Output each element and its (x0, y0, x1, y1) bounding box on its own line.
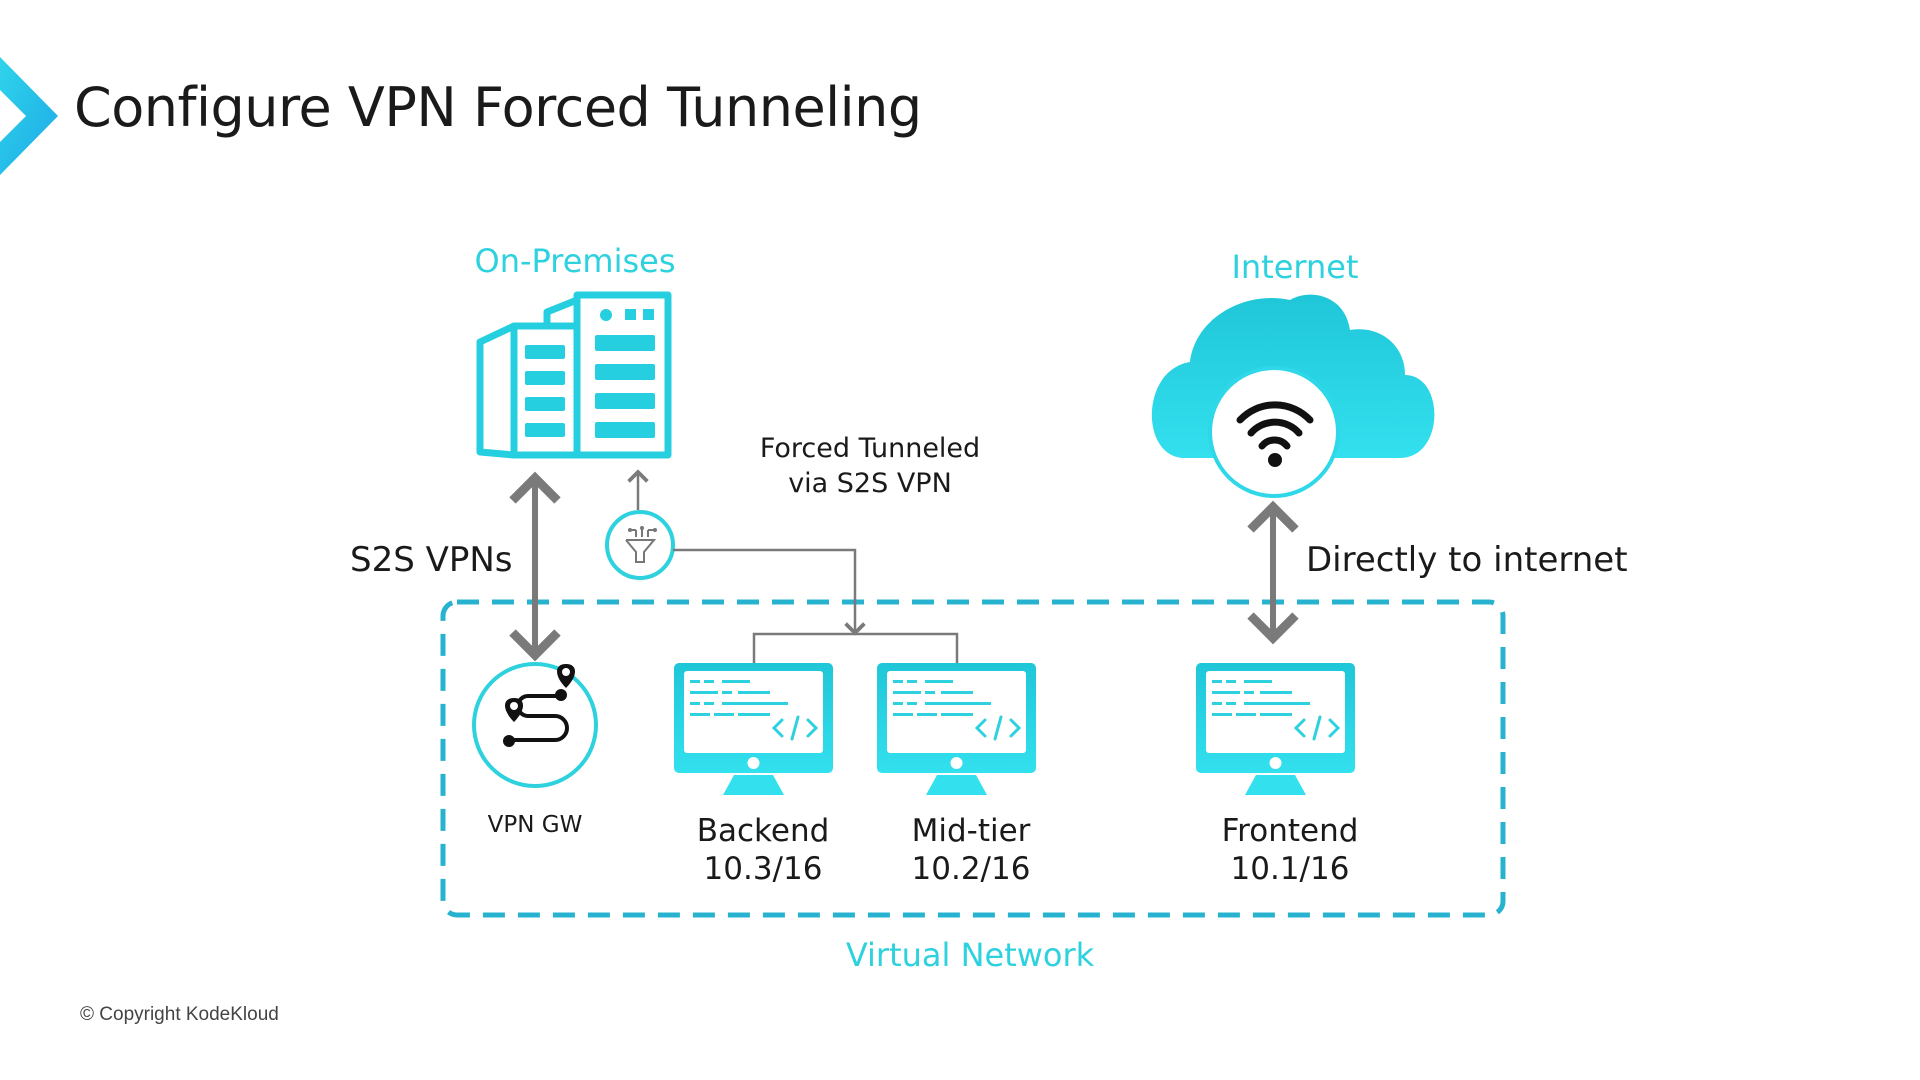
subnet-name: Backend (696, 813, 830, 849)
datacenter-building-icon (476, 291, 672, 459)
subnet-cidr: 10.3/16 (703, 851, 823, 887)
internet-label: Internet (1231, 248, 1359, 286)
subnet-bracket (752, 632, 959, 664)
forced-tunnel-annotation: Forced Tunneled via S2S VPN (720, 431, 1020, 501)
forced-tunnel-path (673, 548, 866, 636)
subnet-label-backend: Backend 10.3/16 (653, 812, 873, 888)
monitor-code-icon (674, 663, 833, 795)
monitor-code-icon (1196, 663, 1355, 795)
copyright-notice: © Copyright KodeKloud (80, 1004, 279, 1025)
subnet-name: Frontend (1221, 813, 1359, 849)
virtual-network-boundary (440, 599, 1506, 918)
s2s-vpn-label: S2S VPNs (350, 540, 513, 580)
forced-tunnel-line1: Forced Tunneled (759, 433, 981, 464)
funnel-filter-icon (605, 510, 675, 580)
route-pin-icon (472, 662, 598, 788)
subnet-label-midtier: Mid-tier 10.2/16 (861, 812, 1081, 888)
direct-internet-label: Directly to internet (1306, 540, 1628, 580)
title-chevron-icon (0, 57, 58, 175)
virtual-network-label: Virtual Network (845, 936, 1095, 974)
subnet-label-frontend: Frontend 10.1/16 (1180, 812, 1400, 888)
subnet-cidr: 10.1/16 (1230, 851, 1350, 887)
page-title: Configure VPN Forced Tunneling (74, 76, 922, 139)
forced-tunnel-line2: via S2S VPN (788, 468, 952, 499)
subnet-cidr: 10.2/16 (911, 851, 1031, 887)
monitor-code-icon (877, 663, 1036, 795)
cloud-wifi-icon (1151, 294, 1435, 498)
subnet-name: Mid-tier (911, 813, 1031, 849)
vpn-gateway-label: VPN GW (487, 812, 583, 838)
on-premises-label: On-Premises (474, 242, 676, 280)
